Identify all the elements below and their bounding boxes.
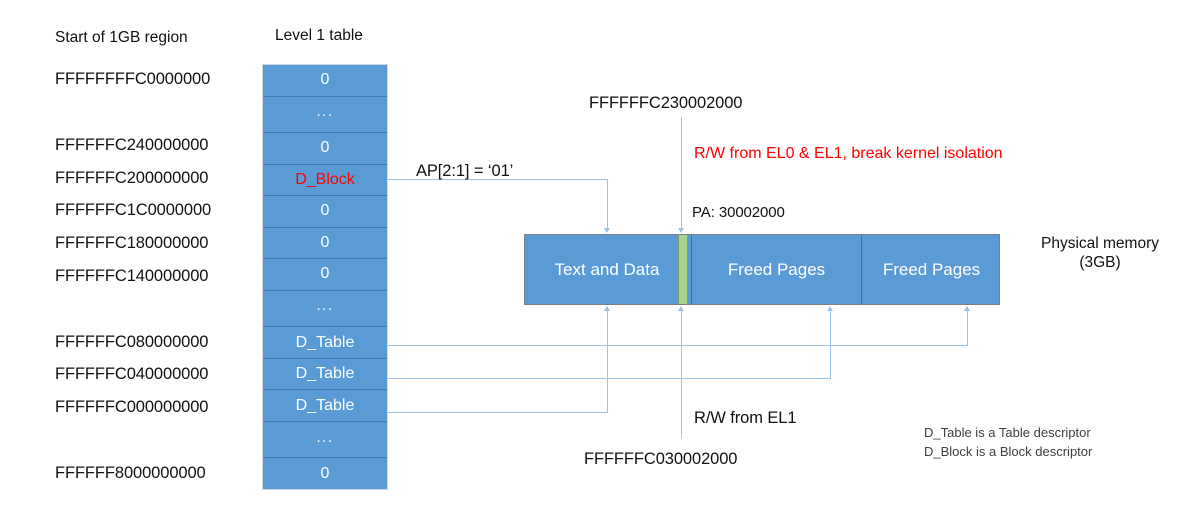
table-entry-10: D_Table xyxy=(263,390,387,422)
table-title: Level 1 table xyxy=(275,27,363,44)
connector-dtable3-arrow xyxy=(604,306,610,311)
physical-memory-size: (3GB) xyxy=(1079,253,1121,271)
connector-va-top-arrow xyxy=(678,228,684,233)
physical-memory-bar: Text and Data Freed Pages Freed Pages xyxy=(524,234,1000,305)
rw-el1-annotation: R/W from EL1 xyxy=(694,409,797,427)
connector-dtable2-v xyxy=(830,311,832,379)
memory-segment-freed-pages-1: Freed Pages xyxy=(691,235,861,304)
connector-dtable2-h xyxy=(388,378,831,380)
connector-dtable1-v xyxy=(967,311,969,346)
connector-dblock-arrow xyxy=(604,228,610,233)
table-entry-8: D_Table xyxy=(263,327,387,359)
table-entry-4: 0 xyxy=(263,196,387,228)
table-entry-1: ... xyxy=(263,97,387,134)
connector-dtable1-h xyxy=(388,345,968,347)
highlighted-page-block xyxy=(678,235,688,304)
virtual-address-label-2: FFFFFFC200000000 xyxy=(55,168,209,187)
virtual-address-label-1: FFFFFFC240000000 xyxy=(55,135,209,154)
connector-va-top-v xyxy=(681,117,683,229)
table-entry-9: D_Table xyxy=(263,359,387,391)
virtual-address-label-9: FFFFFF8000000000 xyxy=(55,463,206,482)
virtual-address-label-8: FFFFFFC000000000 xyxy=(55,398,209,417)
table-entry-7: ... xyxy=(263,291,387,328)
table-entry-5: 0 xyxy=(263,228,387,260)
physical-memory-label: Physical memory (3GB) xyxy=(1010,235,1190,272)
virtual-address-label-7: FFFFFFC040000000 xyxy=(55,365,209,384)
connector-dtable3-v xyxy=(607,311,609,413)
va-bottom-annotation: FFFFFFC030002000 xyxy=(584,450,738,468)
table-entry-6: 0 xyxy=(263,259,387,291)
virtual-address-label-6: FFFFFFC080000000 xyxy=(55,332,209,351)
table-entry-3: D_Block xyxy=(263,165,387,197)
legend-line-dblock: D_Block is a Block descriptor xyxy=(924,443,1093,459)
left-column-header: Start of 1GB region xyxy=(55,29,188,46)
memory-segment-text-and-data: Text and Data xyxy=(554,259,660,279)
table-entry-12: 0 xyxy=(320,464,330,482)
table-entry-2: 0 xyxy=(263,133,387,165)
connector-va-bottom-arrow xyxy=(678,306,684,311)
legend-line-dtable: D_Table is a Table descriptor xyxy=(924,425,1091,440)
connector-dblock-h xyxy=(388,179,608,181)
kernel-isolation-warning: R/W from EL0 & EL1, break kernel isolati… xyxy=(694,145,1003,162)
connector-dtable2-arrow xyxy=(827,306,833,311)
connector-dtable1-arrow xyxy=(964,306,970,311)
ap-bits-annotation: AP[2:1] = ‘01’ xyxy=(416,162,514,180)
virtual-address-label-5: FFFFFFC140000000 xyxy=(55,267,209,285)
virtual-address-label-0: FFFFFFFFC0000000 xyxy=(55,70,211,89)
connector-va-bottom-v xyxy=(681,311,683,438)
memory-segment-freed-pages-2: Freed Pages xyxy=(861,235,1001,304)
physical-memory-title: Physical memory xyxy=(1041,235,1159,252)
connector-dblock-v xyxy=(607,179,609,229)
table-entry-11: ... xyxy=(263,422,387,459)
connector-dtable3-h xyxy=(388,412,608,414)
descriptor-legend: D_Table is a Table descriptor D_Block is… xyxy=(924,424,1092,462)
va-top-annotation: FFFFFFC230002000 xyxy=(589,94,743,112)
pa-annotation: PA: 30002000 xyxy=(692,204,785,221)
table-entry-0: 0 xyxy=(263,65,387,97)
virtual-address-label-4: FFFFFFC180000000 xyxy=(55,234,209,253)
virtual-address-label-3: FFFFFFC1C0000000 xyxy=(55,201,212,220)
